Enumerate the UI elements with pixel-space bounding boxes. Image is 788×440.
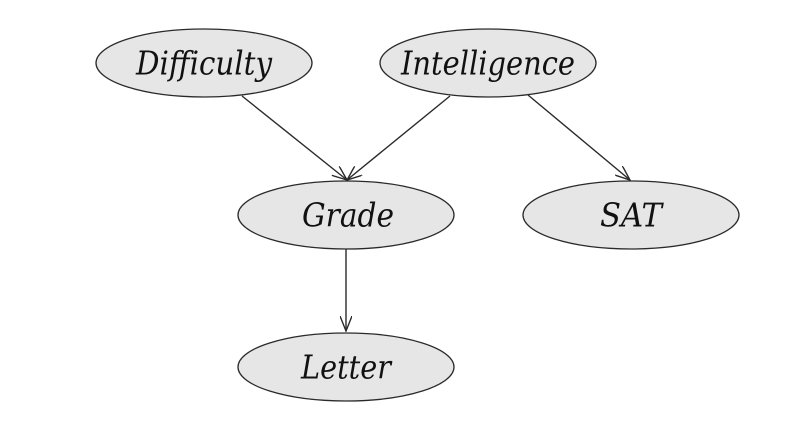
node-sat: SAT	[522, 180, 740, 250]
node-intelligence-label: Intelligence	[400, 44, 575, 83]
node-intelligence: Intelligence	[379, 28, 597, 98]
node-difficulty-label: Difficulty	[135, 44, 272, 83]
node-difficulty-ellipse	[95, 28, 313, 98]
edge-intelligence-to-grade	[347, 95, 451, 180]
node-letter: Letter	[237, 332, 455, 402]
node-grade-label: Grade	[302, 196, 394, 235]
node-letter-ellipse	[237, 332, 455, 402]
node-grade-ellipse	[237, 180, 455, 250]
node-intelligence-ellipse	[379, 28, 597, 98]
node-difficulty: Difficulty	[95, 28, 313, 98]
node-letter-label: Letter	[300, 348, 393, 387]
node-grade: Grade	[237, 180, 455, 250]
node-sat-ellipse	[522, 180, 740, 250]
edge-difficulty-to-grade	[241, 95, 347, 180]
node-sat-label: SAT	[600, 196, 665, 235]
edge-intelligence-to-sat	[527, 94, 630, 180]
